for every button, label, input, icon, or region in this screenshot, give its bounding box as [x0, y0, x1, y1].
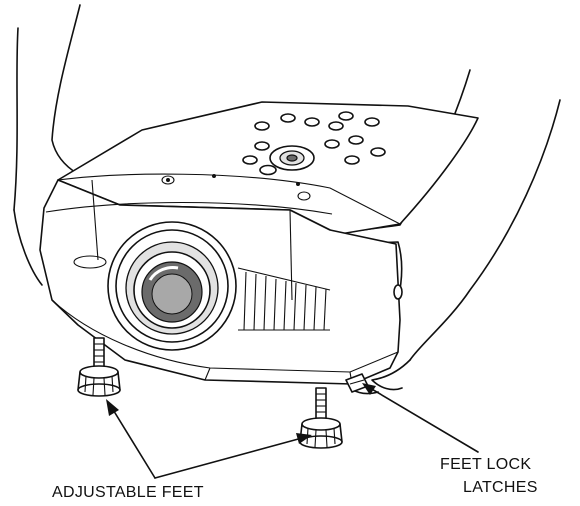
- lens-assembly: [107, 221, 237, 351]
- feet-lock-arrow: [362, 383, 479, 453]
- adjustable-feet-label: ADJUSTABLE FEET: [52, 484, 204, 501]
- adjustable-feet-arrows: [106, 399, 312, 479]
- adjustable-foot-right: [299, 387, 343, 449]
- feet-lock-label-line1: FEET LOCK: [440, 456, 532, 473]
- control-panel: [242, 111, 386, 176]
- adjustable-foot-left: [77, 337, 121, 397]
- side-knob: [393, 284, 403, 300]
- feet-lock-label-line2: LATCHES: [463, 479, 538, 496]
- vent-grille: [237, 267, 331, 331]
